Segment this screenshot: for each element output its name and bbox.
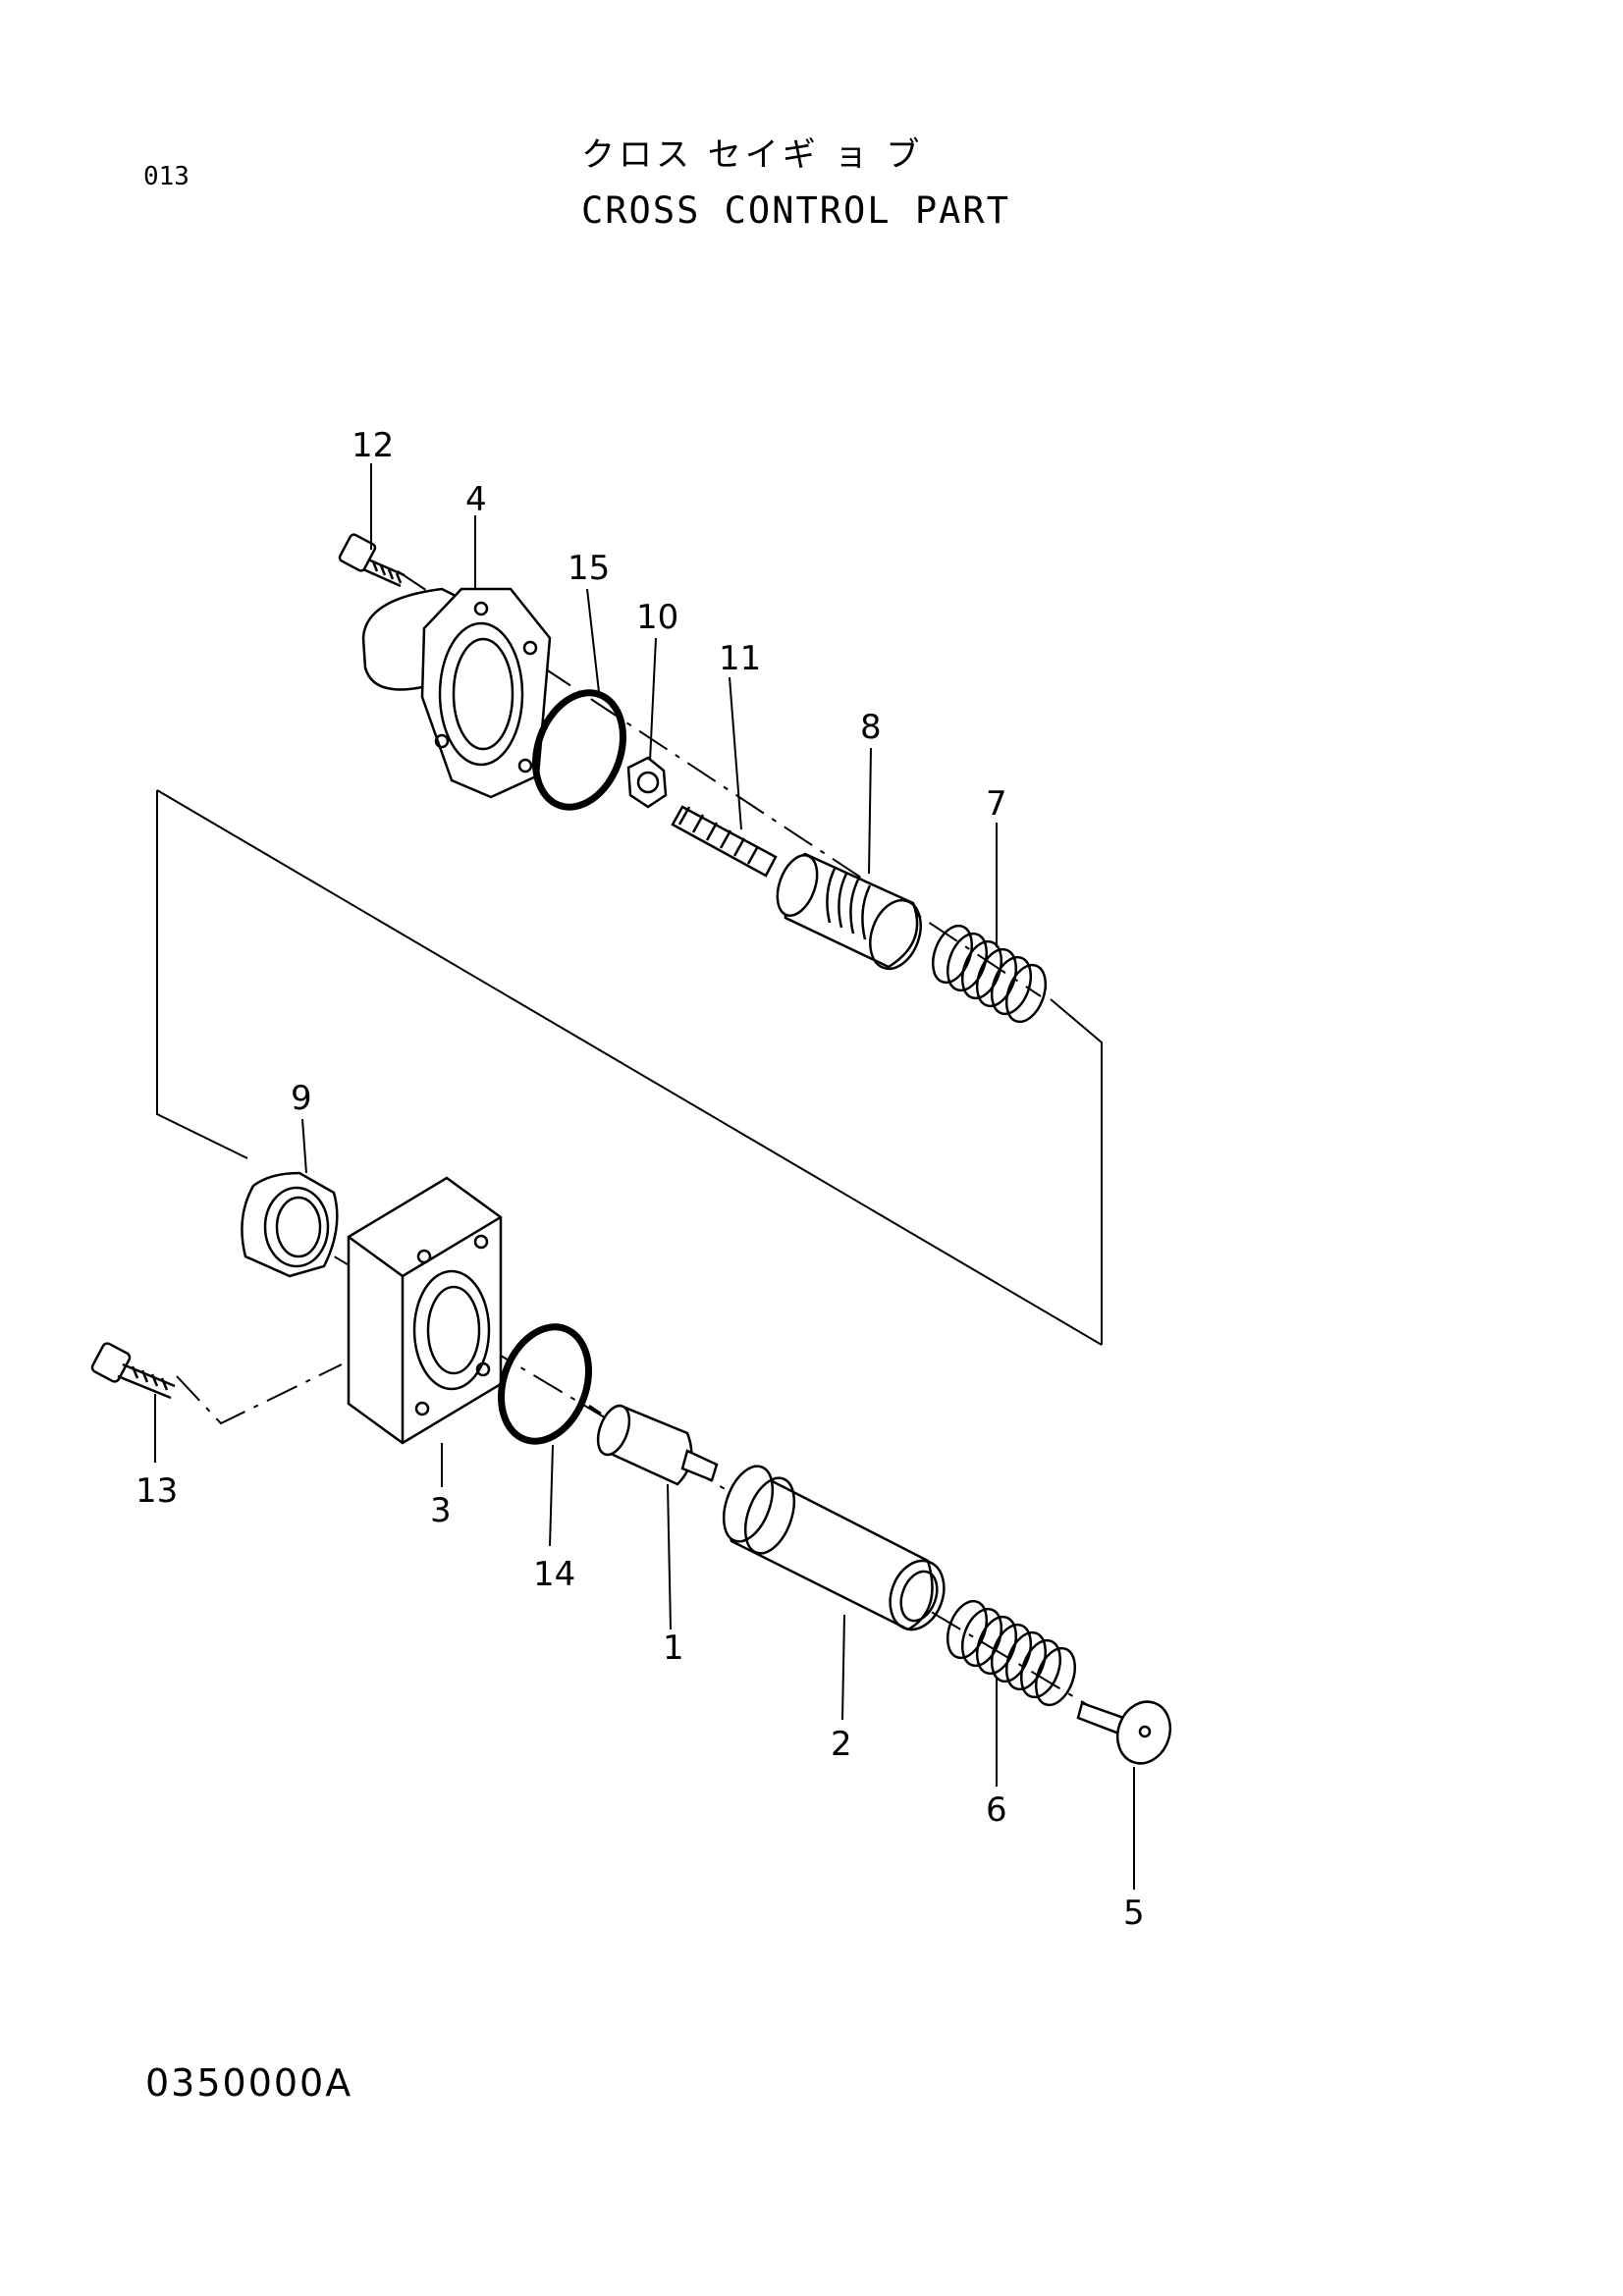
drawing-code: 0350000A [145,2061,353,2105]
assembly-line-right [1050,998,1103,1345]
part-6-spring [946,1599,1077,1707]
part-10-hex-nut [626,756,668,809]
title-japanese: クロス セイギ ョ ブ [581,135,924,175]
part-4-flange-cover [361,587,552,799]
part-5-plunger-pin [1076,1700,1172,1765]
label-1: 1 [663,1629,684,1668]
label-8: 8 [860,708,882,747]
part-9-lock-nut [241,1171,339,1278]
part-3-body-block [347,1176,503,1445]
label-4: 4 [465,480,487,519]
label-14: 14 [533,1555,575,1594]
label-13: 13 [135,1471,178,1511]
page-number: 013 [143,162,189,191]
part-8-sleeve [776,852,922,971]
label-3: 3 [430,1491,452,1530]
label-7: 7 [986,784,1007,824]
label-11: 11 [719,639,761,678]
page-title: CROSS CONTROL PART [581,189,1010,232]
part-13-cap-screw [90,1342,176,1400]
label-15: 15 [568,549,610,588]
part-labels: 12 4 15 10 11 8 7 9 13 3 14 1 2 6 5 [135,426,1145,1933]
assembly-lines [156,570,1160,1748]
part-2-cylinder [722,1465,946,1631]
label-10: 10 [636,598,678,637]
part-15-o-ring [532,689,626,811]
label-6: 6 [986,1790,1007,1830]
axis-line-bolt-13 [176,1363,343,1425]
label-12: 12 [352,426,394,465]
part-11-set-screw [671,805,778,878]
leader-lines [154,463,1135,1890]
assembly-line-left [156,790,248,1159]
assembly-line-diagonal [156,789,1103,1346]
label-5: 5 [1123,1894,1145,1933]
axis-line-lower [284,1226,1160,1748]
part-14-o-ring [498,1323,592,1445]
part-7-spring [931,924,1048,1024]
part-12-cap-screw [338,533,406,588]
label-9: 9 [291,1079,312,1118]
part-1-spool [588,1404,719,1486]
label-2: 2 [831,1725,852,1764]
